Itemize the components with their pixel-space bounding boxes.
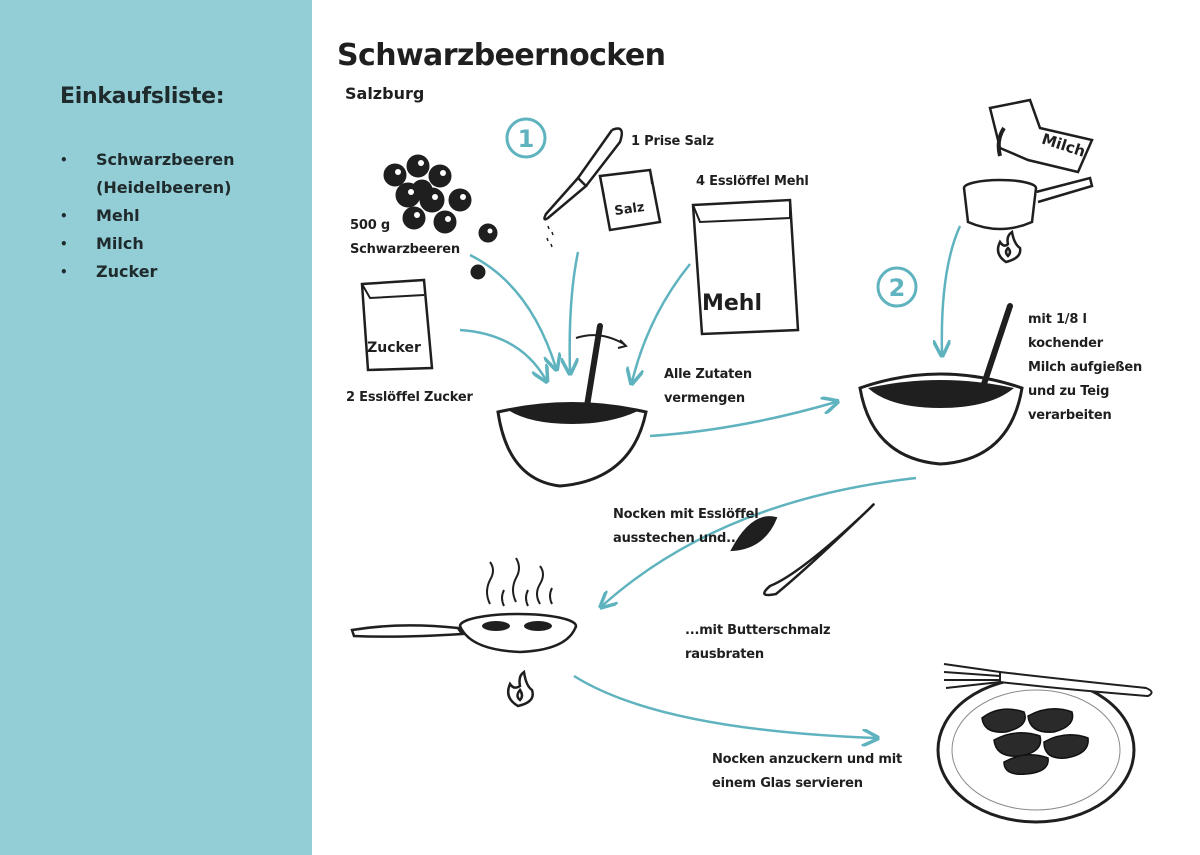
list-item-label-extra: (Heidelbeeren) [96,178,232,197]
step-one-badge: 1 [505,117,547,159]
label-line: Schwarzbeeren [350,242,460,257]
arrow-dough-to-pan [602,476,917,606]
label-line: ...mit Butterschmalz [685,623,831,638]
label-line: vermengen [664,391,745,406]
label-mix: Alle Zutaten vermengen [664,363,752,411]
step-two-badge: 2 [876,266,918,308]
knife-icon [543,127,623,248]
salt-bag-label: Salz [614,200,646,219]
arrow-berries-to-bowl [469,253,556,368]
shopping-list-panel: Einkaufsliste: Schwarzbeeren (Heidelbeer… [0,0,312,855]
flow-arrows [459,225,962,738]
arrow-milk-to-dough [942,225,962,354]
flour-bag-icon: Mehl [691,198,800,336]
label-salt: 1 Prise Salz [631,134,714,149]
label-line: Milch aufgießen [1028,360,1143,375]
blueberries-icon [383,154,498,280]
label-blueberries: 500 g Schwarzbeeren [350,214,460,262]
sugar-bag-label: Zucker [367,340,421,356]
label-line: rausbraten [685,647,764,662]
label-scoop: Nocken mit Esslöffel ausstechen und... [613,503,759,551]
label-sugar: 2 Esslöffel Zucker [346,390,473,405]
label-line: ausstechen und... [613,531,741,546]
plate-icon [936,676,1136,824]
flame-icon [507,669,534,708]
label-line: einem Glas servieren [712,776,863,791]
fork-icon [943,663,1153,698]
recipe-title: Schwarzbeernocken [337,38,666,73]
saucepan-icon [962,176,1094,231]
list-item-label: Schwarzbeeren [96,150,235,169]
list-item: Zucker [60,258,234,286]
shopping-list: Schwarzbeeren (Heidelbeeren) Mehl Milch … [60,146,234,286]
arrow-bowl-to-dough [649,402,836,438]
label-line: Nocken mit Esslöffel [613,507,759,522]
arrow-pan-to-plate [573,674,876,738]
label-serve: Nocken anzuckern und mit einem Glas serv… [712,748,902,796]
arrow-flour-to-bowl [632,263,691,382]
arrow-sugar-to-bowl [459,328,546,380]
label-line: mit 1/8 l [1028,312,1087,327]
list-item: Milch [60,230,234,258]
recipe-region: Salzburg [345,84,425,103]
label-line: und zu Teig [1028,384,1110,399]
step-two-number: 2 [889,274,906,302]
label-line: verarbeiten [1028,408,1112,423]
label-line: Alle Zutaten [664,367,752,382]
salt-bag-icon: Salz [598,168,662,232]
list-item-label: Milch [96,234,144,253]
arrow-salt-to-bowl [570,251,580,372]
milk-carton-icon: Milch [988,98,1094,174]
flour-bag-label: Mehl [702,291,762,316]
label-milk: mit 1/8 l kochender Milch aufgießen und … [1028,308,1142,428]
label-line: 500 g [350,218,390,233]
label-fry: ...mit Butterschmalz rausbraten [685,619,831,667]
spoon-icon [730,503,875,597]
label-line: Nocken anzuckern und mit [712,752,903,767]
list-item: Mehl [60,202,234,230]
mixing-bowl-icon [496,323,648,488]
list-item: Schwarzbeeren (Heidelbeeren) [60,146,234,202]
shopping-list-heading: Einkaufsliste: [60,84,225,109]
flame-icon [996,229,1022,264]
frying-pan-icon [350,557,578,654]
list-item-label: Mehl [96,206,140,225]
sugar-bag-icon: Zucker [360,278,434,372]
label-line: kochender [1028,336,1103,351]
list-item-label: Zucker [96,262,158,281]
label-flour: 4 Esslöffel Mehl [696,174,809,189]
dough-bowl-icon [858,303,1024,466]
step-one-number: 1 [518,125,535,153]
